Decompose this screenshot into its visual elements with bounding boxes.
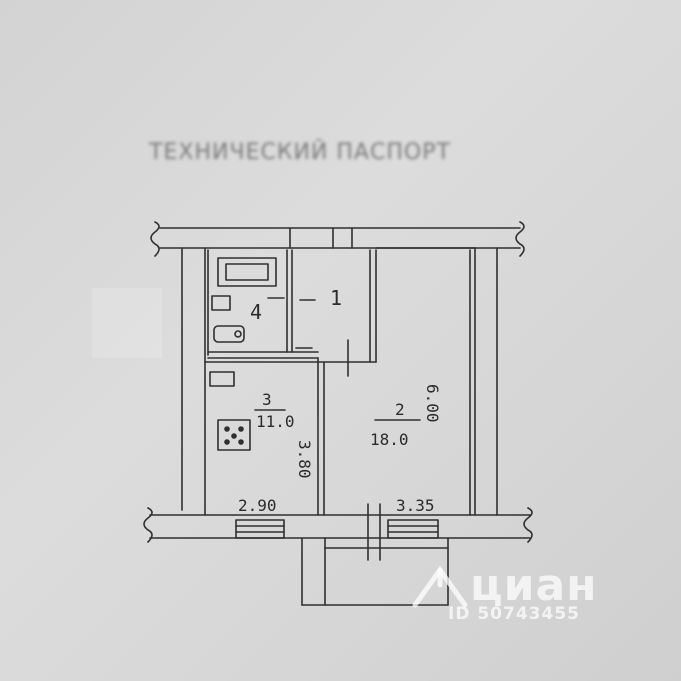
cian-logo-icon <box>412 565 468 608</box>
break-mark-bottom-left <box>143 507 153 543</box>
break-mark-bottom-right <box>523 507 533 543</box>
break-mark-top-right <box>515 221 525 257</box>
kitchen-sink <box>209 371 235 387</box>
window-room <box>387 519 439 539</box>
room2-area: 18.0 <box>370 430 409 449</box>
toilet <box>211 295 231 311</box>
room3-width-dimension: 2.90 <box>238 496 277 515</box>
room3-number: 3 <box>262 390 272 409</box>
room3-height-dimension: 3.80 <box>295 440 314 479</box>
room3-area: 11.0 <box>256 412 295 431</box>
sink <box>213 325 245 343</box>
document-title: ТЕХНИЧЕСКИЙ ПАСПОРТ <box>149 140 451 165</box>
room4-number: 4 <box>250 300 263 324</box>
watermark-brand: циан <box>470 560 598 611</box>
stove <box>217 419 251 451</box>
break-mark-top-left <box>150 221 160 257</box>
window-kitchen <box>235 519 285 539</box>
room1-number: 1 <box>330 286 343 310</box>
bathtub <box>217 257 277 287</box>
room2-width-dimension: 3.35 <box>396 496 435 515</box>
room2-number: 2 <box>395 400 405 419</box>
room2-height-dimension: 6.00 <box>423 384 442 423</box>
watermark-id: ID 50743455 <box>448 604 580 624</box>
watermark-faint-logo <box>92 288 162 358</box>
